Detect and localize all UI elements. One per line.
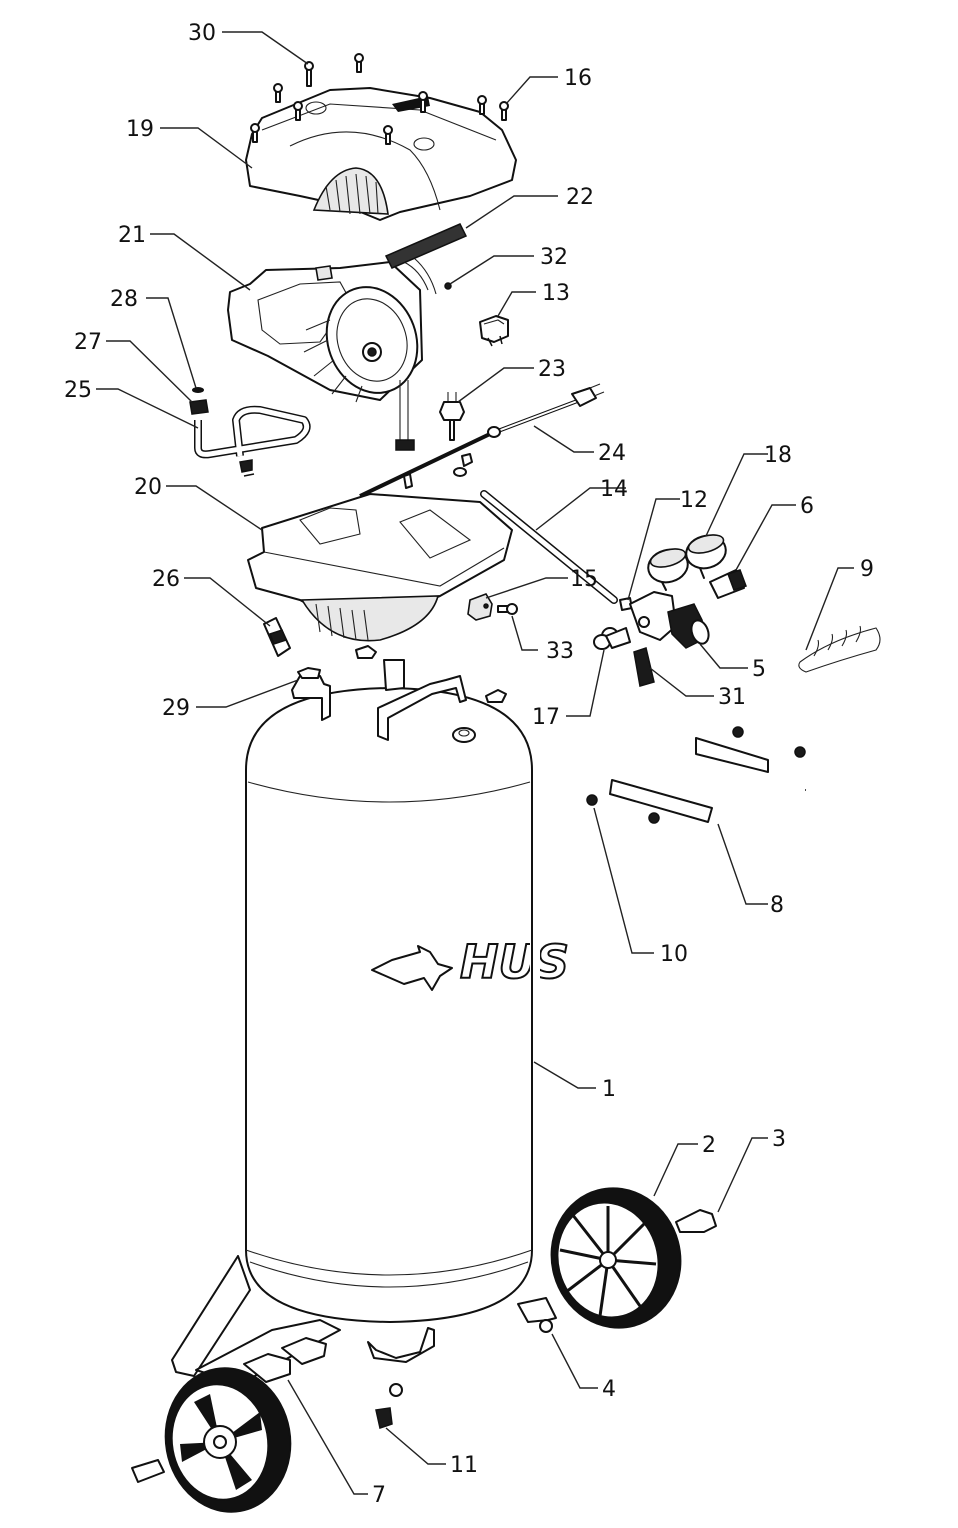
callout-28: 28 (110, 287, 138, 312)
callout-3: 3 (772, 1127, 786, 1152)
drain-valve (375, 1407, 393, 1429)
brand-logo-text: HUS (460, 935, 569, 989)
wheel-right (550, 1187, 682, 1329)
pressure-gauges (647, 534, 727, 591)
tank (245, 687, 533, 1323)
callout-25: 25 (64, 378, 92, 403)
callout-19: 19 (126, 117, 154, 142)
quick-coupler (709, 569, 747, 599)
callout-27: 27 (74, 330, 102, 355)
on-off-switch (479, 315, 509, 347)
handle (586, 648, 907, 824)
handle-cover (384, 223, 468, 269)
callout-31: 31 (718, 685, 746, 710)
brand-logo: HUS (371, 900, 570, 1020)
callout-7: 7 (372, 1483, 386, 1508)
knob (467, 593, 493, 621)
regulator (601, 591, 710, 649)
check-valve (263, 617, 291, 657)
fitting-nut (189, 399, 209, 415)
callout-17: 17 (532, 705, 560, 730)
callout-labels: 30 16 19 22 21 32 28 13 27 25 23 24 20 1… (64, 21, 874, 1508)
callout-2: 2 (702, 1133, 716, 1158)
callout-33: 33 (546, 639, 574, 664)
callout-23: 23 (538, 357, 566, 382)
callout-26: 26 (152, 567, 180, 592)
outlet-tube (480, 490, 618, 604)
callout-16: 16 (564, 66, 592, 91)
callout-15: 15 (570, 567, 598, 592)
callout-4: 4 (602, 1377, 616, 1402)
callout-9: 9 (860, 557, 874, 582)
pump-motor-assembly (227, 257, 437, 451)
power-cord (359, 383, 605, 498)
cable-tie (444, 282, 452, 290)
axle-bolt-right (675, 1209, 717, 1233)
handle-grip (798, 625, 881, 673)
pressure-switch (439, 392, 465, 441)
callout-22: 22 (566, 185, 594, 210)
callout-12: 12 (680, 488, 708, 513)
callout-10: 10 (660, 942, 688, 967)
callout-18: 18 (764, 443, 792, 468)
shroud-screws (250, 53, 509, 145)
callout-21: 21 (118, 223, 146, 248)
wheel-left (131, 1367, 292, 1513)
callout-29: 29 (162, 696, 190, 721)
callout-20: 20 (134, 475, 162, 500)
o-ring (192, 387, 204, 393)
knob-screw (497, 603, 518, 615)
callout-11: 11 (450, 1453, 478, 1478)
callout-14: 14 (600, 477, 628, 502)
leader-lines (96, 31, 854, 1495)
callout-30: 30 (188, 21, 216, 46)
callout-1: 1 (602, 1077, 616, 1102)
callout-13: 13 (542, 281, 570, 306)
safety-valve (593, 627, 631, 650)
nipple (633, 647, 655, 687)
lower-shroud (247, 493, 513, 642)
callout-24: 24 (598, 441, 626, 466)
upper-shroud (245, 87, 517, 221)
mounting-brackets (291, 645, 507, 741)
callout-8: 8 (770, 893, 784, 918)
callout-6: 6 (800, 494, 814, 519)
callout-5: 5 (752, 657, 766, 682)
intake-tube (194, 405, 311, 477)
callout-32: 32 (540, 245, 568, 270)
